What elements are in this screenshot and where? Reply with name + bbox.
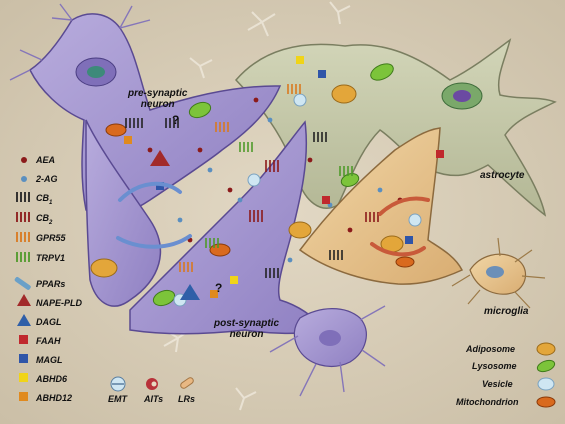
legend-label-cb1: CB1 [36, 193, 53, 206]
cb2-receptor-icon [16, 212, 30, 222]
background-neurons [163, 1, 351, 411]
post-synaptic-neuron-label: post-synaptic neuron [214, 318, 280, 340]
legend-label-abhd6: ABHD6 [36, 374, 68, 384]
legend-label-abhd12: ABHD12 [36, 393, 73, 403]
legend-label-2ag: 2-AG [36, 174, 58, 184]
dark-red-dot-icon [21, 157, 27, 163]
lysosome-icon [536, 359, 556, 373]
legend-label-aits: AITs [144, 394, 164, 404]
emt-icon [110, 376, 126, 392]
legend-label-nape-pld: NAPE-PLD [36, 298, 83, 308]
membrane-receptors [125, 84, 379, 278]
legend-label-gpr55: GPR55 [36, 233, 66, 243]
microglia-label: microglia [484, 306, 529, 317]
astrocyte-cell [234, 38, 557, 217]
pre-synaptic-neuron-label: pre-synaptic neuron [128, 88, 188, 110]
astrocyte-label: astrocyte [480, 170, 525, 181]
legend-label-ppars: PPARs [36, 279, 66, 289]
legend-right-icons [536, 342, 556, 408]
enzymes [124, 56, 444, 300]
yellow-square-icon [19, 373, 28, 382]
ait-icon [146, 378, 158, 390]
adiposome-icon [536, 342, 556, 356]
blue-square-icon [19, 354, 28, 363]
legend-label-vesicle: Vesicle [482, 379, 513, 389]
unknown-markers: ? ? [172, 113, 222, 295]
legend-label-lrs: LRs [178, 394, 196, 404]
red-square-icon [19, 335, 28, 344]
transport-arrows [116, 181, 430, 257]
pre-synaptic-neuron-cell [9, 3, 282, 307]
legend-label-dagl: DAGL [36, 317, 62, 327]
legend-label-trpv1: TRPV1 [36, 253, 66, 263]
legend-bottom-icons [110, 376, 194, 392]
lipid-raft-icon [180, 377, 194, 389]
blue-dot-icon [21, 176, 27, 182]
vesicle-icon [537, 377, 555, 391]
cb1-receptor-icon [16, 192, 30, 202]
legend-label-cb2: CB2 [36, 213, 53, 226]
legend-label-aea: AEA [36, 155, 56, 165]
legend-label-lysosome: Lysosome [472, 361, 517, 371]
gpr55-receptor-icon [16, 232, 30, 242]
legend-left-icons [14, 157, 31, 401]
trpv1-channel-icon [16, 252, 30, 262]
red-triangle-icon [17, 294, 31, 306]
legend-label-faah: FAAH [36, 336, 61, 346]
ppar-bar-icon [14, 276, 31, 290]
legend-label-mitochondrion: Mitochondrion [456, 397, 519, 407]
svg-text:?: ? [172, 113, 179, 127]
legend-label-adiposome: Adiposome [466, 344, 516, 354]
legend-label-magl: MAGL [36, 355, 63, 365]
svg-text:?: ? [215, 281, 222, 295]
post-synaptic-neuron-cell [129, 120, 386, 397]
mitochondrion-icon [536, 396, 556, 408]
legend-label-emt: EMT [108, 394, 127, 404]
microglia-cell [298, 127, 546, 309]
orange-square-icon [19, 392, 28, 401]
blue-triangle-icon [17, 314, 31, 326]
